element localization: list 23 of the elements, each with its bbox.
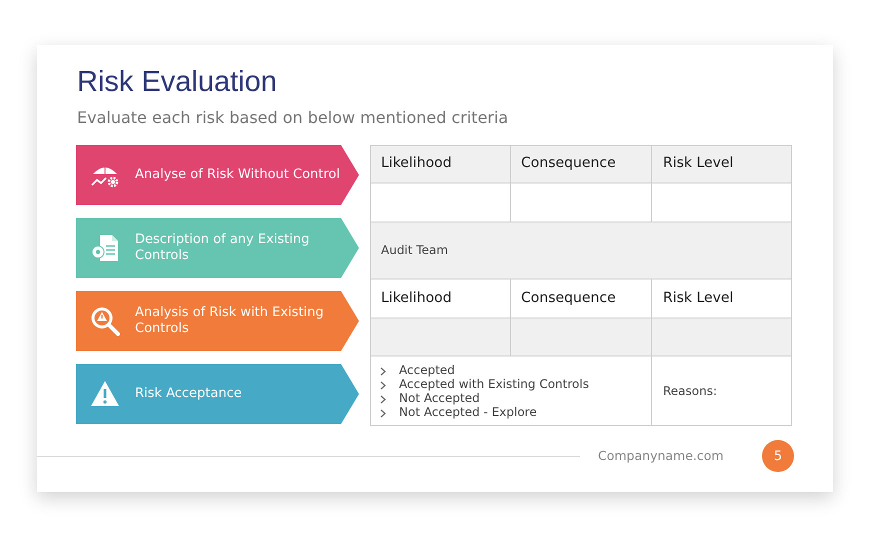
subtitle: Evaluate each risk based on below mentioned criteria bbox=[77, 108, 508, 127]
list-item: Not Accepted - Explore bbox=[399, 405, 537, 419]
list-item: Accepted bbox=[399, 363, 455, 377]
table-text: Reasons: bbox=[663, 384, 718, 398]
column-header: Risk Level bbox=[663, 290, 734, 306]
step-label: Description of any Existing Controls bbox=[135, 232, 310, 264]
column-header: Consequence bbox=[521, 155, 616, 171]
chevron-box bbox=[76, 364, 359, 424]
step-label: Analyse of Risk Without Control bbox=[135, 167, 340, 183]
slide-title: Risk Evaluation bbox=[77, 66, 277, 99]
footer-text: Companyname.com bbox=[598, 448, 724, 463]
chevron-box bbox=[76, 291, 359, 351]
step-label: Risk Acceptance bbox=[135, 386, 242, 402]
column-header: Likelihood bbox=[381, 290, 452, 306]
chevron-box bbox=[76, 218, 359, 278]
step-label: Analysis of Risk with Existing Controls bbox=[135, 305, 325, 337]
chevron-box bbox=[76, 145, 359, 205]
table-text: Audit Team bbox=[381, 243, 448, 257]
column-header: Likelihood bbox=[381, 155, 452, 171]
column-header: Risk Level bbox=[663, 155, 734, 171]
list-item: Accepted with Existing Controls bbox=[399, 377, 589, 391]
column-header: Consequence bbox=[521, 290, 616, 306]
list-item: Not Accepted bbox=[399, 391, 480, 405]
